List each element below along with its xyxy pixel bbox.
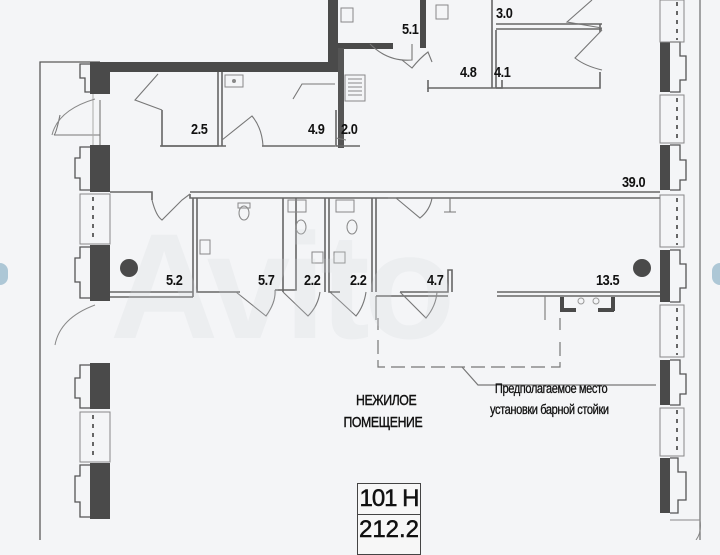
room-area-4-8: 4.8 (460, 64, 477, 81)
room-area-39-0: 39.0 (622, 174, 646, 191)
floor-plan-drawing (39, 0, 701, 540)
room-area-2-2-second: 2.2 (350, 272, 367, 289)
premises-title: НЕЖИЛОЕ ПОМЕЩЕНИЕ (343, 390, 423, 434)
left-facade (90, 62, 110, 519)
right-facade (660, 42, 670, 513)
room-area-5-2: 5.2 (166, 272, 183, 289)
room-area-4-7: 4.7 (427, 272, 444, 289)
column-right (633, 259, 651, 277)
premises-title-line2: ПОМЕЩЕНИЕ (343, 413, 423, 431)
bar-counter-note: Предполагаемое место установки барной ст… (490, 379, 609, 421)
unit-area: 212.2 (358, 516, 420, 544)
room-area-13-5: 13.5 (596, 272, 620, 289)
room-area-4-9: 4.9 (308, 121, 325, 138)
column-left (120, 259, 138, 277)
edge-marker-left (0, 263, 8, 285)
room-area-2-0: 2.0 (341, 121, 358, 138)
outer-boundary-left (39, 61, 100, 540)
bar-counter-note-line2: установки барной стойки (490, 401, 609, 417)
room-area-2-2-first: 2.2 (304, 272, 321, 289)
unit-id-box: 101 Н 212.2 (357, 483, 421, 555)
premises-title-line1: НЕЖИЛОЕ (355, 392, 417, 409)
room-area-5-7: 5.7 (258, 272, 275, 289)
room-area-4-1: 4.1 (494, 64, 511, 81)
room-area-2-5: 2.5 (191, 121, 208, 138)
room-area-3-0: 3.0 (496, 5, 513, 22)
edge-marker-right (712, 263, 720, 285)
unit-number: 101 Н (358, 484, 420, 515)
room-area-5-1: 5.1 (402, 21, 419, 38)
upper-wall-block (100, 0, 426, 148)
bar-counter-note-line1: Предполагаемое место (494, 381, 608, 396)
